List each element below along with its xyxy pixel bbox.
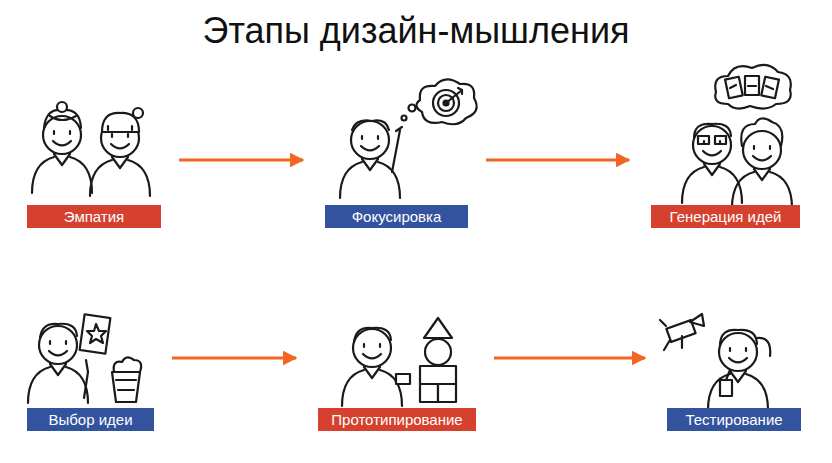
stage-band: Фокусировка: [325, 205, 468, 228]
stage-node: Генерация идей: [651, 80, 800, 228]
stage-band: Прототипирование: [318, 408, 476, 431]
art-stroke: [402, 116, 407, 121]
art-stroke: [698, 136, 709, 144]
art-stroke: [420, 366, 456, 384]
flow-arrow: [486, 159, 629, 162]
art-stroke: [720, 330, 770, 356]
stage-band: Эмпатия: [27, 205, 161, 228]
art-stroke: [425, 339, 451, 365]
art-stroke: [80, 314, 111, 353]
art-stroke: [446, 88, 462, 103]
art-stroke: [28, 326, 88, 403]
flow-arrow: [179, 159, 303, 162]
art-stroke: [420, 384, 438, 402]
art-stroke: [87, 324, 106, 343]
art-stroke: [730, 85, 773, 89]
art-stroke: [342, 329, 402, 406]
stage-band: Генерация идей: [651, 205, 800, 228]
art-stroke: [57, 102, 67, 112]
art-stroke: [409, 105, 416, 112]
art-stroke: [726, 370, 730, 380]
stage-label: Генерация идей: [670, 208, 782, 225]
flow-arrow: [172, 357, 296, 360]
stage-label: Выбор идеи: [48, 411, 132, 428]
art-stroke: [340, 121, 400, 198]
art-stroke: [660, 314, 704, 350]
art-stroke: [108, 126, 132, 130]
art-stroke: [741, 118, 782, 146]
art-stroke: [133, 108, 143, 118]
empathy-figures: [32, 102, 150, 196]
art-stroke: [352, 120, 389, 130]
art-stroke: [708, 333, 768, 410]
stage-node: Выбор идеи: [27, 300, 154, 431]
art-stroke: [354, 328, 391, 342]
art-stroke: [112, 372, 140, 402]
art-stroke: [116, 380, 136, 390]
art-stroke: [438, 384, 456, 402]
art-stroke: [416, 79, 476, 124]
diagram-title: Этапы дизайн-мышления: [0, 10, 832, 52]
art-stroke: [40, 324, 77, 338]
stage-label: Фокусировка: [352, 208, 442, 225]
stage-label: Тестирование: [685, 411, 782, 428]
stage-node: Прототипирование: [318, 300, 476, 431]
stage-band: Выбор идеи: [27, 408, 154, 431]
stage-node: Тестирование: [667, 300, 801, 431]
art-stroke: [396, 374, 410, 384]
prototype-figure: [342, 318, 456, 406]
stage-label: Эмпатия: [64, 208, 124, 225]
art-stroke: [392, 127, 402, 172]
testing-figure: [660, 314, 770, 410]
choice-figure: [28, 314, 141, 403]
art-stroke: [725, 77, 743, 98]
art-stroke: [32, 116, 92, 193]
art-stroke: [715, 65, 791, 109]
art-stroke: [424, 318, 452, 338]
art-stroke: [715, 136, 726, 144]
flow-arrow: [494, 357, 645, 360]
focus-figure: [340, 79, 477, 198]
stage-node: Эмпатия: [27, 80, 161, 228]
stage-band: Тестирование: [667, 408, 801, 431]
stage-label: Прототипирование: [331, 411, 462, 428]
stage-node: Фокусировка: [325, 80, 468, 228]
art-stroke: [114, 357, 141, 372]
ideas-figures: [682, 65, 792, 208]
art-stroke: [682, 126, 742, 203]
art-stroke: [720, 380, 732, 396]
art-stroke: [84, 360, 88, 398]
